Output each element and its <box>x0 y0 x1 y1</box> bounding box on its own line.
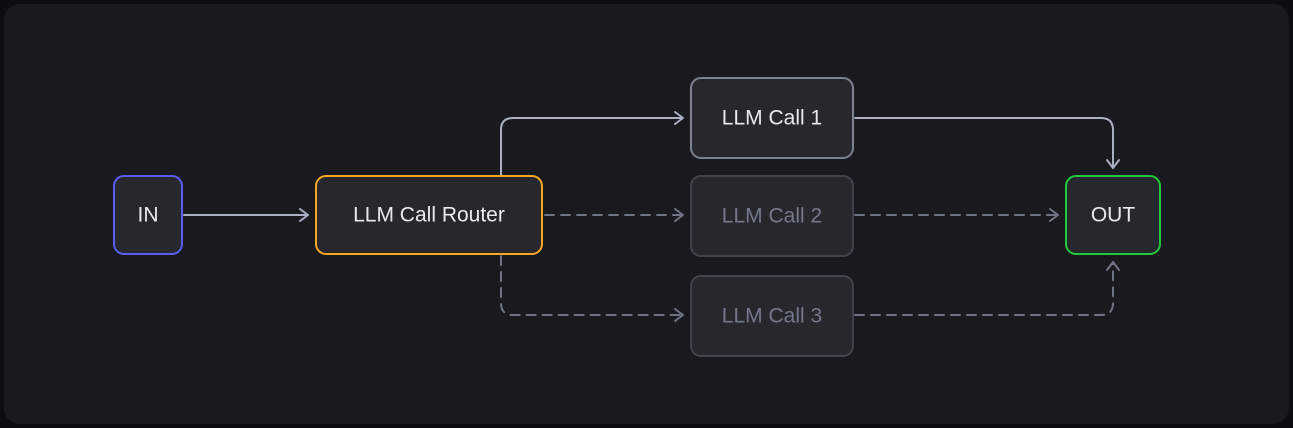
edge-line <box>854 117 1114 168</box>
node-label: IN <box>138 204 159 227</box>
diagram-svg: IN LLM Call Router LLM Call 1 LLM Call 2 LLM… <box>113 77 1161 357</box>
diagram-canvas: IN LLM Call Router LLM Call 1 LLM Call 2 LLM… <box>4 4 1289 424</box>
node-label: OUT <box>1091 204 1136 227</box>
nodes-layer: IN LLM Call Router LLM Call 1 LLM Call 2 LLM… <box>113 77 1161 357</box>
arrowhead-icon <box>674 308 684 322</box>
edge-line <box>500 255 683 316</box>
node-box[interactable] <box>315 175 543 255</box>
arrowhead-icon <box>674 208 684 222</box>
arrowhead-icon <box>1106 159 1120 169</box>
node-call3[interactable]: LLM Call 3 <box>690 275 854 357</box>
edge-router-to-call2 <box>544 208 684 222</box>
node-box[interactable] <box>690 175 854 257</box>
arrowhead-icon <box>674 111 684 125</box>
node-label: LLM Call Router <box>353 204 505 227</box>
edge-in-to-router <box>183 208 309 222</box>
node-call2[interactable]: LLM Call 2 <box>690 175 854 257</box>
node-out[interactable]: OUT <box>1065 175 1161 255</box>
node-label: LLM Call 3 <box>722 305 822 328</box>
node-box[interactable] <box>690 77 854 159</box>
node-box[interactable] <box>113 175 183 255</box>
edge-line <box>500 117 683 176</box>
arrowhead-icon <box>299 208 309 222</box>
node-router[interactable]: LLM Call Router <box>315 175 543 255</box>
edge-router-to-call3 <box>500 255 684 322</box>
node-label: LLM Call 2 <box>722 205 822 228</box>
edge-router-to-call1 <box>500 111 684 176</box>
node-call1[interactable]: LLM Call 1 <box>690 77 854 159</box>
arrowhead-icon <box>1049 208 1059 222</box>
arrowhead-icon <box>1106 261 1120 271</box>
edge-call3-to-out <box>854 261 1120 316</box>
node-box[interactable] <box>690 275 854 357</box>
edge-call2-to-out <box>854 208 1059 222</box>
node-box[interactable] <box>1065 175 1161 255</box>
edge-line <box>854 262 1114 316</box>
edges-layer <box>183 111 1120 322</box>
edge-call1-to-out <box>854 117 1120 169</box>
node-in[interactable]: IN <box>113 175 183 255</box>
node-label: LLM Call 1 <box>722 107 822 130</box>
